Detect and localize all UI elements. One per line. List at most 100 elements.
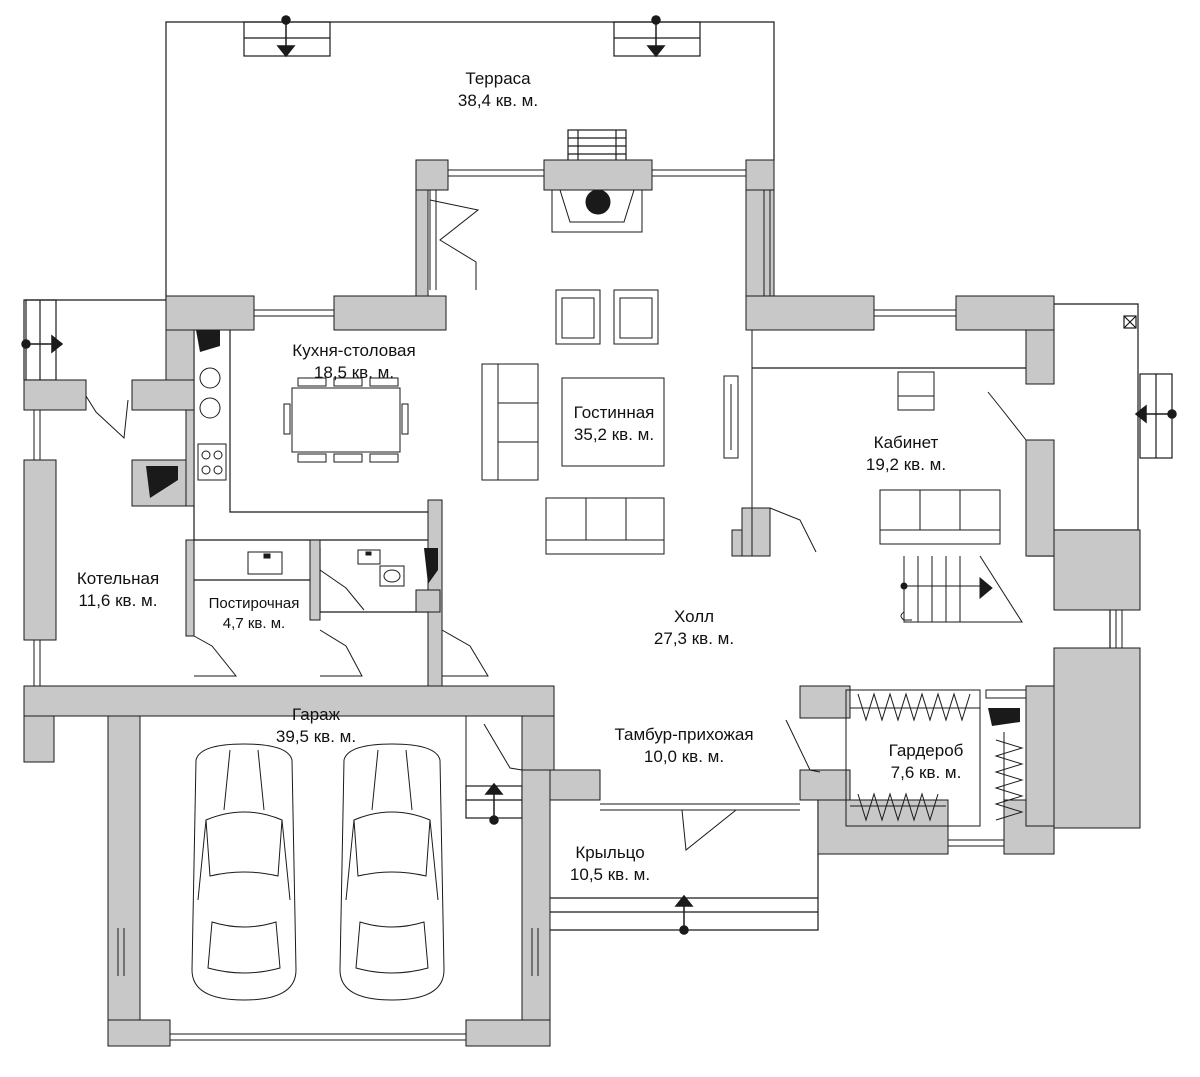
wardrobe-hangers [845, 689, 1027, 827]
door-swing [85, 395, 129, 440]
room-area: 10,0 кв. м. [643, 747, 725, 766]
wall [543, 159, 653, 191]
entrance-arrow-icon [1134, 404, 1177, 424]
wall [745, 295, 875, 331]
room-area: 39,5 кв. м. [275, 727, 357, 746]
entrance-arrow-icon [484, 782, 504, 825]
room-name: Крыльцо [575, 843, 645, 862]
room-name: Гостинная [573, 403, 655, 422]
entrance-arrow-icon [646, 15, 666, 58]
room-name: Гардероб [888, 741, 964, 760]
wall [23, 379, 87, 411]
staircase [900, 555, 1023, 623]
window [531, 928, 539, 976]
meter-icon [424, 548, 438, 584]
window [763, 190, 771, 296]
door-swing [441, 629, 489, 677]
room-area: 35,2 кв. м. [573, 425, 655, 444]
room-name: Тамбур-прихожая [614, 725, 754, 744]
room-area: 11,6 кв. м. [78, 591, 158, 610]
room-label-boiler: Котельная 11,6 кв. м. [77, 568, 159, 612]
entrance-arrow-icon [674, 894, 694, 935]
wall [521, 769, 551, 1047]
wall [549, 769, 601, 801]
wall [1025, 439, 1055, 557]
room-area: 18,5 кв. м. [313, 363, 395, 382]
terrace-outline [165, 21, 775, 300]
wall [415, 589, 441, 613]
room-label-porch: Крыльцо 10,5 кв. м. [570, 842, 650, 886]
window [117, 928, 125, 976]
room-area: 27,3 кв. м. [653, 629, 735, 648]
window [254, 309, 334, 317]
room-name: Котельная [76, 569, 160, 588]
garage-door [170, 1033, 466, 1041]
room-label-laundry: Постирочная 4,7 кв. м. [209, 594, 300, 634]
room-name: Постирочная [208, 595, 300, 612]
meter-icon [146, 466, 178, 498]
dining-table [283, 377, 409, 463]
door-swing [429, 199, 480, 290]
wall [1053, 647, 1141, 829]
wall [333, 295, 447, 331]
wall [23, 685, 555, 717]
room-area: 7,6 кв. м. [890, 763, 962, 782]
wall [817, 799, 949, 855]
wall [731, 529, 743, 557]
room-name: Терраса [465, 69, 531, 88]
wall [131, 379, 195, 411]
wall [415, 189, 429, 297]
chimney [567, 129, 627, 163]
wall [165, 295, 255, 331]
door-swing [987, 391, 1027, 441]
window [33, 410, 41, 460]
wall [185, 539, 195, 637]
wall [465, 1019, 551, 1047]
door-swing [483, 723, 523, 771]
room-name: Гараж [291, 705, 340, 724]
wall [521, 715, 555, 771]
kitchen-appliances [197, 367, 227, 481]
wall [955, 295, 1055, 331]
room-area: 10,5 кв. м. [569, 865, 651, 884]
left-annex [23, 299, 166, 380]
fireplace [551, 189, 643, 233]
living-furniture [481, 289, 739, 555]
wall [107, 715, 141, 1047]
car-left [191, 743, 297, 1001]
wall [1025, 329, 1055, 385]
wall [745, 159, 775, 191]
window [874, 309, 956, 317]
room-label-study: Кабинет 19,2 кв. м. [866, 432, 946, 476]
window [33, 640, 41, 686]
room-name: Кабинет [873, 433, 939, 452]
wall [741, 507, 771, 557]
vent-box [1123, 315, 1137, 329]
right-annex [1054, 303, 1139, 531]
room-label-kitchen: Кухня-столовая 18,5 кв. м. [292, 340, 415, 384]
wall [23, 715, 55, 763]
window [948, 839, 1004, 847]
room-area: 19,2 кв. м. [865, 455, 947, 474]
room-label-hall: Холл 27,3 кв. м. [654, 606, 734, 650]
room-label-terrace: Терраса 38,4 кв. м. [458, 68, 538, 112]
door-swing [319, 569, 365, 611]
entrance-arrow-icon [276, 15, 296, 58]
wall [185, 409, 195, 507]
meter-icon [988, 708, 1020, 726]
window [429, 190, 437, 290]
room-name: Холл [673, 607, 715, 626]
wall [1025, 685, 1055, 827]
window [1115, 610, 1123, 648]
window [448, 169, 544, 177]
wall [415, 159, 449, 191]
entrance-arrow-icon [21, 334, 64, 354]
porch-door-line [600, 803, 800, 811]
entrance-door [681, 809, 738, 851]
window [652, 169, 746, 177]
wall [799, 685, 851, 719]
door-swing [785, 719, 821, 773]
wall [107, 1019, 171, 1047]
wall [23, 459, 57, 641]
